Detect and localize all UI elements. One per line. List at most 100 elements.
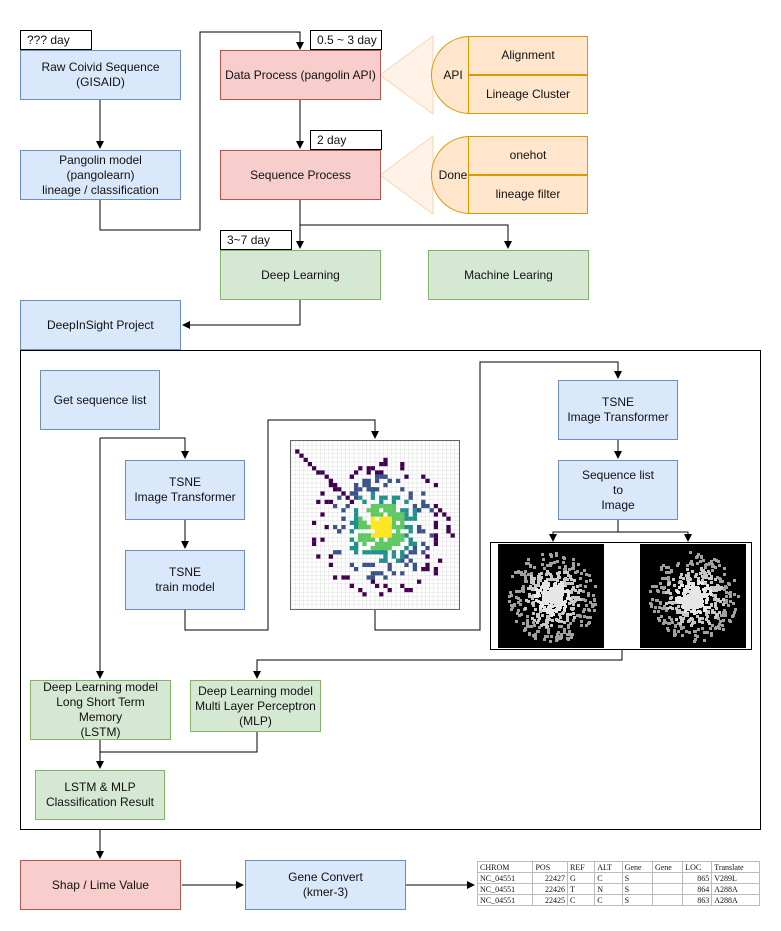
sequence-process-box[interactable]: Sequence Process bbox=[220, 150, 381, 200]
image-pixel bbox=[674, 624, 677, 627]
heatmap-cell bbox=[396, 529, 401, 534]
tsne-train-box[interactable]: TSNE train model bbox=[125, 550, 245, 610]
api-item-alignment: Alignment bbox=[468, 36, 588, 75]
heatmap-cell bbox=[433, 504, 438, 509]
image-pixel bbox=[533, 624, 536, 627]
image-pixel bbox=[698, 590, 701, 593]
image-pixel bbox=[704, 589, 707, 592]
heatmap-cell bbox=[370, 495, 375, 500]
image-pixel bbox=[687, 602, 690, 605]
image-pixel bbox=[679, 576, 682, 579]
image-pixel bbox=[524, 607, 527, 610]
image-pixel bbox=[556, 572, 559, 575]
heatmap-cell bbox=[383, 508, 388, 513]
image-pixel bbox=[723, 567, 726, 570]
image-pixel bbox=[732, 614, 735, 617]
deepinsight-project-box[interactable]: DeepInSight Project bbox=[20, 300, 181, 350]
deep-learning-box[interactable]: Deep Learning bbox=[220, 250, 381, 300]
image-pixel bbox=[680, 601, 683, 604]
image-pixel bbox=[710, 586, 713, 589]
raw-sequence-box[interactable]: Raw Coivid Sequence (GISAID) bbox=[20, 50, 181, 100]
heatmap-cell bbox=[349, 562, 354, 567]
sequence-to-image-box[interactable]: Sequence list to Image bbox=[558, 460, 678, 520]
image-pixel bbox=[552, 613, 555, 616]
image-pixel bbox=[667, 589, 670, 592]
gene-convert-box[interactable]: Gene Convert (kmer-3) bbox=[245, 860, 406, 910]
heatmap-cell bbox=[400, 583, 405, 588]
image-pixel bbox=[572, 603, 575, 606]
image-pixel bbox=[727, 582, 730, 585]
heatmap-cell bbox=[387, 512, 392, 517]
image-pixel bbox=[733, 579, 736, 582]
image-pixel bbox=[527, 558, 530, 561]
mlp-model-box[interactable]: Deep Learning model Multi Layer Perceptr… bbox=[190, 680, 321, 732]
image-pixel bbox=[537, 575, 540, 578]
image-pixel bbox=[712, 565, 715, 568]
heatmap-cell bbox=[412, 512, 417, 517]
image-pixel bbox=[572, 562, 575, 565]
image-pixel bbox=[704, 566, 707, 569]
heatmap-cell bbox=[379, 474, 384, 479]
image-pixel bbox=[719, 620, 722, 623]
heatmap-cell bbox=[379, 537, 384, 542]
image-pixel bbox=[723, 600, 726, 603]
heatmap-cell bbox=[375, 525, 380, 530]
image-pixel bbox=[691, 622, 694, 625]
image-pixel bbox=[716, 576, 719, 579]
gene-table-cell: G bbox=[567, 872, 596, 884]
heatmap-cell bbox=[375, 504, 380, 509]
heatmap-cell bbox=[383, 474, 388, 479]
image-pixel bbox=[703, 639, 706, 642]
data-process-box[interactable]: Data Process (pangolin API) bbox=[220, 50, 381, 100]
heatmap-cell bbox=[328, 562, 333, 567]
image-pixel bbox=[539, 589, 542, 592]
api-item-lineage-cluster: Lineage Cluster bbox=[468, 75, 588, 114]
heatmap-cell bbox=[404, 499, 409, 504]
tsne-heatmap bbox=[290, 440, 460, 610]
image-pixel bbox=[532, 621, 535, 624]
image-pixel bbox=[560, 598, 563, 601]
image-pixel bbox=[708, 572, 711, 575]
gene-table-cell: S bbox=[621, 894, 653, 906]
image-pixel bbox=[698, 594, 701, 597]
image-pixel bbox=[692, 582, 695, 585]
tsne-transformer-box[interactable]: TSNE Image Transformer bbox=[125, 460, 245, 520]
heatmap-cell bbox=[391, 537, 396, 542]
image-pixel bbox=[546, 608, 549, 611]
heatmap-cell bbox=[421, 529, 426, 534]
image-pixel bbox=[531, 617, 534, 620]
image-pixel bbox=[555, 585, 558, 588]
image-pixel bbox=[564, 600, 567, 603]
heatmap-cell bbox=[370, 562, 375, 567]
image-pixel bbox=[697, 598, 700, 601]
heatmap-cell bbox=[408, 525, 413, 530]
image-pixel bbox=[540, 572, 543, 575]
lstm-model-box[interactable]: Deep Learning model Long Short Term Memo… bbox=[30, 680, 171, 740]
image-pixel bbox=[697, 577, 700, 580]
image-pixel bbox=[698, 605, 701, 608]
machine-learning-box[interactable]: Machine Learing bbox=[428, 250, 589, 300]
heatmap-cell bbox=[320, 537, 325, 542]
image-pixel bbox=[542, 623, 545, 626]
image-pixel bbox=[715, 559, 718, 562]
classification-result-box[interactable]: LSTM & MLP Classification Result bbox=[35, 770, 165, 820]
image-pixel bbox=[686, 614, 689, 617]
image-pixel bbox=[558, 600, 561, 603]
image-pixel bbox=[689, 601, 692, 604]
heatmap-cell bbox=[433, 537, 438, 542]
heatmap-cell bbox=[383, 462, 388, 467]
image-pixel bbox=[689, 562, 692, 565]
pangolin-model-box[interactable]: Pangolin model (pangolearn) lineage / cl… bbox=[20, 150, 181, 200]
shap-lime-box[interactable]: Shap / Lime Value bbox=[20, 860, 181, 910]
heatmap-cell bbox=[383, 483, 388, 488]
image-pixel bbox=[679, 611, 682, 614]
image-pixel bbox=[691, 570, 694, 573]
image-pixel bbox=[546, 595, 549, 598]
image-pixel bbox=[693, 612, 696, 615]
image-pixel bbox=[582, 610, 585, 613]
heatmap-cell bbox=[370, 579, 375, 584]
get-sequence-list-box[interactable]: Get sequence list bbox=[40, 370, 160, 430]
image-pixel bbox=[570, 578, 573, 581]
image-pixel bbox=[675, 597, 678, 600]
tsne-transformer-right-box[interactable]: TSNE Image Transformer bbox=[558, 380, 678, 440]
